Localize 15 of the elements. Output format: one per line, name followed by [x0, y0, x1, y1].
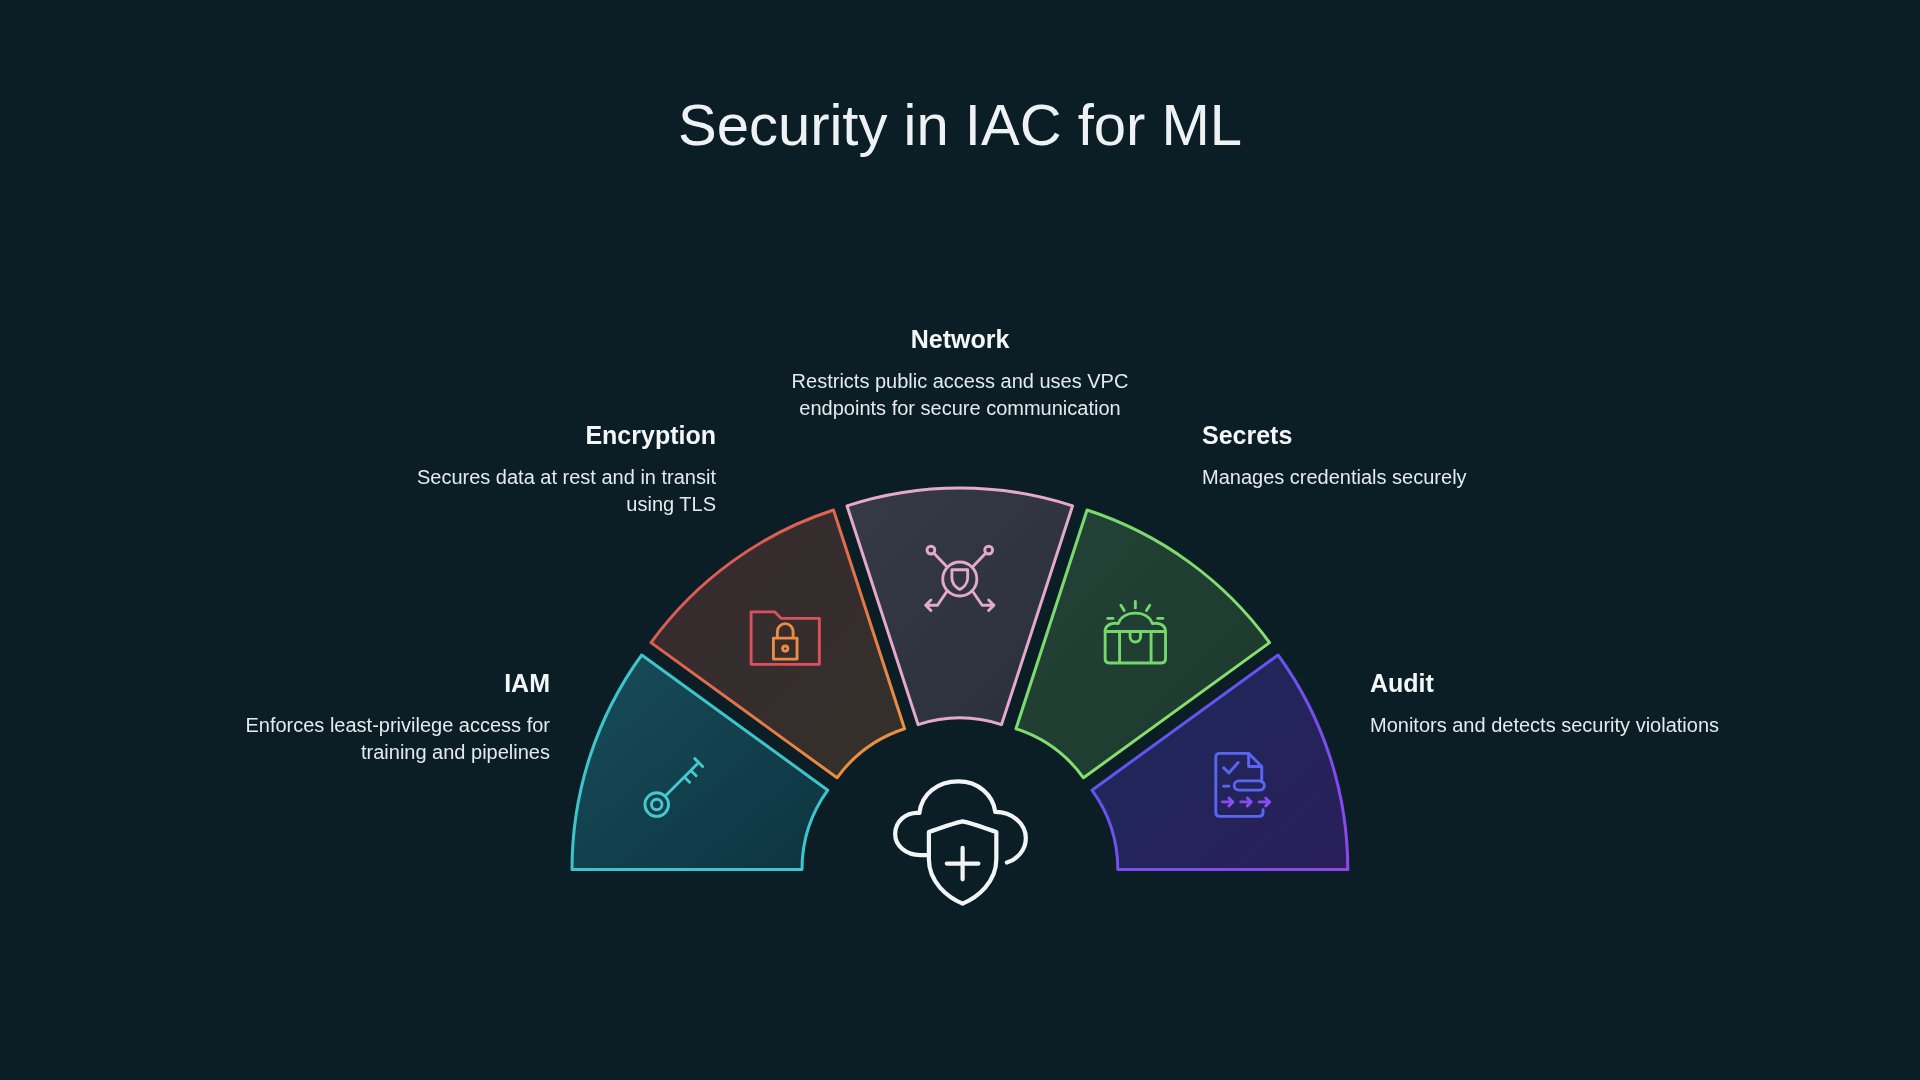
segment-heading: Audit — [1370, 668, 1435, 698]
segment-description: Secures data at rest and in transit using TLS — [415, 465, 716, 517]
segment-heading: Network — [910, 324, 1010, 354]
segment-description: Restricts public access and uses VPC endpoints for secure communication — [791, 369, 1129, 421]
segment-heading: Encryption — [584, 420, 716, 450]
segment-heading: IAM — [503, 668, 550, 698]
ring-segment — [845, 486, 1075, 727]
ring-segment — [570, 653, 830, 872]
segment-description: Monitors and detects security violations — [1370, 713, 1721, 738]
ring-segment — [1090, 653, 1350, 872]
segment-heading: Secrets — [1202, 420, 1294, 450]
diagram-title: Security in IAC for ML — [677, 92, 1243, 159]
ring-segment — [1013, 508, 1272, 781]
segment-description: Enforces least-privilege access for training and pipelines — [244, 713, 550, 765]
segment-description: Manages credentials securely — [1202, 465, 1468, 490]
